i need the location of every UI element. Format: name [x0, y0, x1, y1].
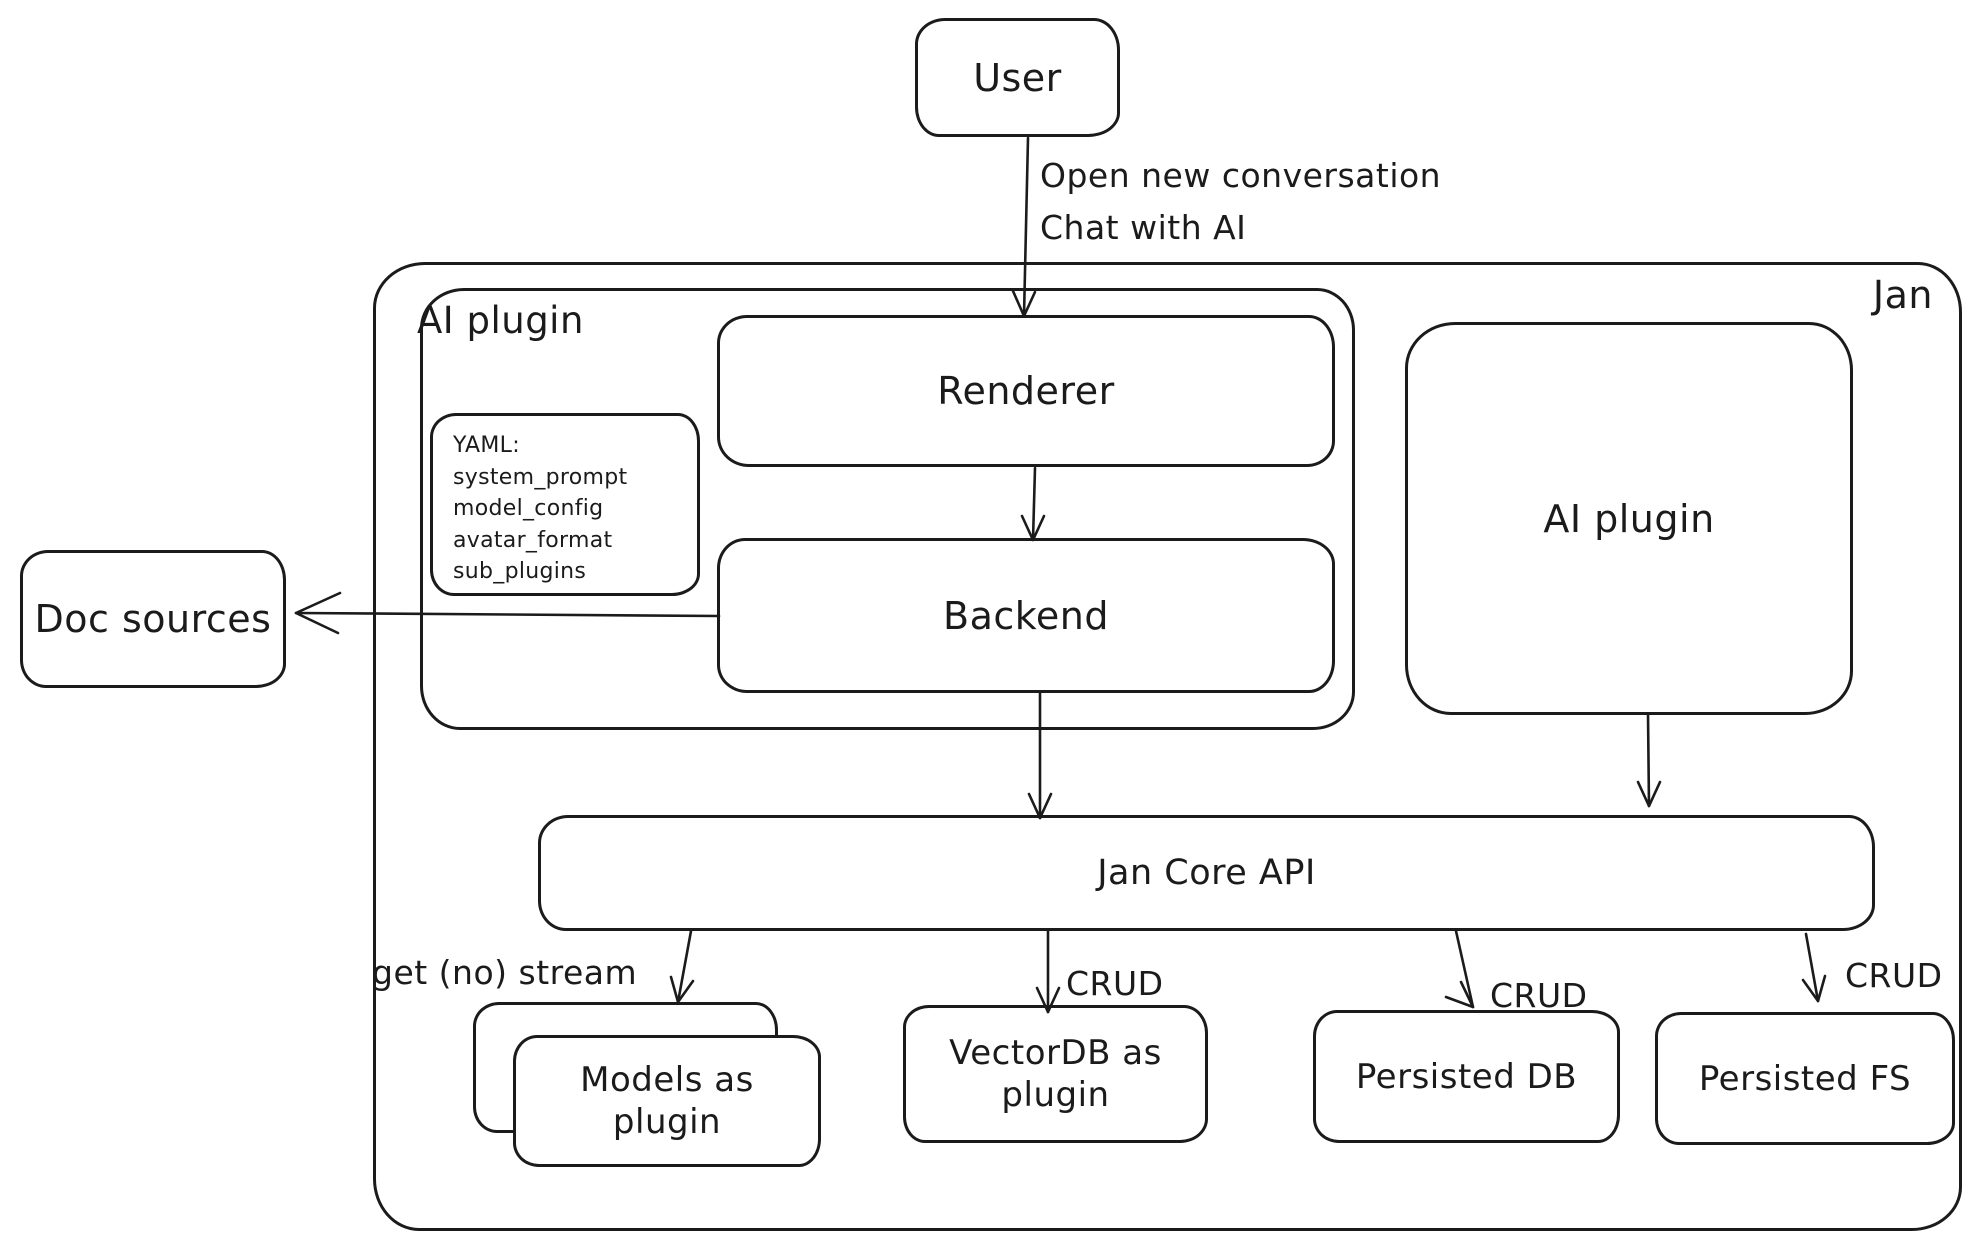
persisted-fs-label: Persisted FS — [1698, 1058, 1912, 1099]
ai-plugin-left-label: AI plugin — [417, 299, 584, 342]
edge-label-line-1: Open new conversation — [1040, 156, 1442, 195]
persisted-db-label: Persisted DB — [1355, 1056, 1578, 1097]
edge-label-crud-vectordb: CRUD — [1066, 964, 1164, 1003]
models-as-plugin-label: Models as plugin — [580, 1060, 754, 1142]
yaml-note: YAML: system_prompt model_config avatar_… — [430, 413, 700, 596]
edge-label-get-no-stream: get (no) stream — [372, 953, 638, 992]
jan-container-label: Jan — [1872, 273, 1933, 317]
ai-plugin-right-node: AI plugin — [1405, 322, 1853, 715]
yaml-line: YAML: — [453, 433, 520, 458]
jan-core-api-label: Jan Core API — [1097, 853, 1316, 893]
models-as-plugin-node: Models as plugin — [513, 1035, 821, 1167]
backend-node-label: Backend — [943, 593, 1109, 638]
doc-sources-label: Doc sources — [34, 597, 272, 641]
edge-label-crud-persisted-fs: CRUD — [1845, 956, 1943, 995]
vectordb-as-plugin-node: VectorDB as plugin — [903, 1005, 1208, 1143]
persisted-fs-node: Persisted FS — [1655, 1012, 1955, 1145]
user-node: User — [915, 18, 1120, 137]
renderer-node: Renderer — [717, 315, 1335, 467]
persisted-db-node: Persisted DB — [1313, 1010, 1620, 1143]
yaml-line: system_prompt — [453, 464, 628, 490]
yaml-line: model_config — [453, 496, 604, 521]
user-node-label: User — [973, 55, 1062, 100]
edge-label-crud-persisted-db: CRUD — [1490, 976, 1588, 1015]
renderer-node-label: Renderer — [937, 369, 1115, 413]
yaml-line: avatar_format — [453, 527, 613, 553]
edge-label-user-to-renderer: Open new conversation Chat with AI — [1040, 150, 1441, 254]
ai-plugin-right-label: AI plugin — [1543, 496, 1715, 541]
jan-core-api-node: Jan Core API — [538, 815, 1875, 931]
vectordb-as-plugin-label: VectorDB as plugin — [949, 1033, 1162, 1115]
yaml-line: sub_plugins — [453, 559, 587, 584]
backend-node: Backend — [717, 538, 1335, 693]
yaml-note-text: YAML: system_prompt model_config avatar_… — [433, 416, 697, 602]
doc-sources-node: Doc sources — [20, 550, 286, 688]
edge-label-line-2: Chat with AI — [1040, 208, 1247, 247]
